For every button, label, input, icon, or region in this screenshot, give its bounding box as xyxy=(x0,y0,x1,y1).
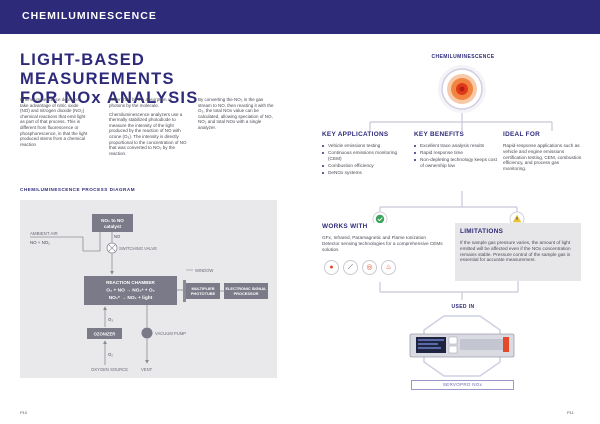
product-frame xyxy=(423,315,501,377)
header-bar: CHEMILUMINESCENCE xyxy=(0,0,600,34)
page-number-left: P10 xyxy=(20,410,28,415)
device-panel xyxy=(460,339,508,350)
switching-valve-label: SWITCHING VALVE xyxy=(119,246,157,251)
body-column-1: Chemiluminescence detectors take advanta… xyxy=(20,97,88,151)
body-paragraph: Chemiluminescence detectors take advanta… xyxy=(20,97,88,147)
limitations-card: LIMITATIONS If the sample gas pressure v… xyxy=(455,223,581,281)
vacuum-pump-label: VACUUM PUMP xyxy=(155,331,186,336)
signal-processor-box xyxy=(224,283,268,299)
body-paragraph: rather than by the absorption of photons… xyxy=(109,97,172,108)
header-title: CHEMILUMINESCENCE xyxy=(22,10,157,22)
valve-cross xyxy=(108,244,116,252)
technology-icons: ● ⟋ ◎ ♨ xyxy=(324,260,396,275)
signal-processor-label: PROCESSOR xyxy=(234,291,259,296)
phototube-box xyxy=(186,283,220,299)
infrared-icon: ⟋ xyxy=(343,260,358,275)
product-tag: SERVOPRO NOx xyxy=(411,380,514,390)
reaction-chamber-title: REACTION CHAMBER xyxy=(106,280,155,285)
emblem-halo xyxy=(438,65,486,113)
key-applications-card: KEY APPLICATIONS Vehicle emissions testi… xyxy=(322,131,410,191)
warning-mark xyxy=(516,217,518,220)
process-diagram-panel: AMBIENT AIR NO + NO₂ NO₂ to NO catalyst … xyxy=(20,200,277,378)
inlet-gas-label: NO + NO₂ xyxy=(30,240,50,245)
phototube-label: MULTIPLIER xyxy=(191,286,214,291)
emblem-core xyxy=(459,86,465,92)
reaction-equation: O₃ + NO → NO₂* + O₂ xyxy=(106,288,155,294)
emblem-glow xyxy=(451,78,473,100)
body-paragraph: Chemiluminescence analyzers use a therma… xyxy=(109,111,187,156)
signal-processor-label: ELECTRONIC SIGNAL xyxy=(225,286,267,291)
list-item: Vehicle emissions testing xyxy=(322,143,410,149)
check-icon xyxy=(375,214,385,224)
analyzer-device xyxy=(409,333,515,358)
display-line xyxy=(418,339,444,341)
limitations-text: If the sample gas pressure varies, the a… xyxy=(460,240,571,263)
ideal-for-text: Rapid-response applications such as vehi… xyxy=(503,143,582,172)
process-diagram: AMBIENT AIR NO + NO₂ NO₂ to NO catalyst … xyxy=(30,214,268,372)
technology-label: CHEMILUMINESCENCE xyxy=(431,54,495,60)
list-item: Combustion efficiency xyxy=(322,163,410,169)
analyzer-display xyxy=(416,337,446,353)
paramagnetic-icon: ◎ xyxy=(362,260,377,275)
used-in-label: USED IN xyxy=(451,304,475,310)
vacuum-pump-icon xyxy=(141,327,153,339)
catalyst-label: catalyst xyxy=(104,224,122,229)
o2-label: O₂ xyxy=(108,352,113,357)
emblem-core xyxy=(456,83,468,95)
display-line xyxy=(418,343,438,345)
emblem-ring xyxy=(441,68,483,110)
page-number-right: P11 xyxy=(567,410,574,415)
headline-line-1: LIGHT-BASED MEASUREMENTS xyxy=(20,51,175,88)
ozonizer-box xyxy=(87,328,122,339)
ideal-for-title: IDEAL FOR xyxy=(503,131,541,138)
window-shape xyxy=(183,280,186,302)
ideal-for-card: IDEAL FOR Rapid-response applications su… xyxy=(503,131,583,191)
body-column-2: rather than by the absorption of photons… xyxy=(109,97,187,160)
ambient-air-label: AMBIENT AIR xyxy=(30,231,58,236)
display-line xyxy=(418,347,441,349)
key-benefits-card: KEY BENEFITS Excellent trace analysis re… xyxy=(414,131,500,191)
body-column-3: By converting the NO₂ in the gas stream … xyxy=(198,97,276,134)
o3-label: O₃ xyxy=(108,317,113,322)
flame-icon: ♨ xyxy=(381,260,396,275)
key-benefits-title: KEY BENEFITS xyxy=(414,131,465,138)
list-item: Non-depleting technology keeps cost of o… xyxy=(414,157,500,168)
no-label: NO xyxy=(114,234,121,239)
page-headline: LIGHT-BASED MEASUREMENTS FOR NOx ANALYSI… xyxy=(20,51,290,108)
emblem-glow xyxy=(447,74,477,104)
device-button xyxy=(448,336,458,345)
vent-label: VENT xyxy=(141,367,153,372)
check-mark xyxy=(377,217,383,222)
catalyst-label: NO₂ to NO xyxy=(101,218,124,223)
window-label: WINDOW xyxy=(195,268,213,273)
device-handle xyxy=(503,337,509,352)
catalyst-box xyxy=(92,214,133,232)
works-with-title: WORKS WITH xyxy=(322,223,368,230)
limitations-title: LIMITATIONS xyxy=(460,228,504,235)
oxygen-source-label: OXYGEN SOURCE xyxy=(91,367,128,372)
ozonizer-label: OZONIZER xyxy=(94,332,116,337)
list-item: Continuous emissions monitoring (CEM) xyxy=(322,150,410,161)
body-paragraph: By converting the NO₂ in the gas stream … xyxy=(198,97,274,130)
reaction-chamber-box xyxy=(84,276,177,305)
gfx-icon: ● xyxy=(324,260,339,275)
list-item: Rapid response time xyxy=(414,150,500,156)
diagram-title: CHEMILUMINESCENCE PROCESS DIAGRAM xyxy=(20,187,136,192)
key-applications-title: KEY APPLICATIONS xyxy=(322,131,389,138)
reaction-equation: NO₂* → NO₂ + light xyxy=(109,295,153,301)
phototube-label: PHOTOTUBE xyxy=(191,291,216,296)
device-button xyxy=(448,345,458,354)
list-item: Excellent trace analysis results xyxy=(414,143,500,149)
warning-icon xyxy=(512,214,522,223)
headline-line-2: FOR NOx ANALYSIS xyxy=(20,89,199,107)
works-with-text: GFx, Infrared, Paramagnetic and Flame Io… xyxy=(322,235,443,252)
list-item: DeNOx systems xyxy=(322,170,410,176)
